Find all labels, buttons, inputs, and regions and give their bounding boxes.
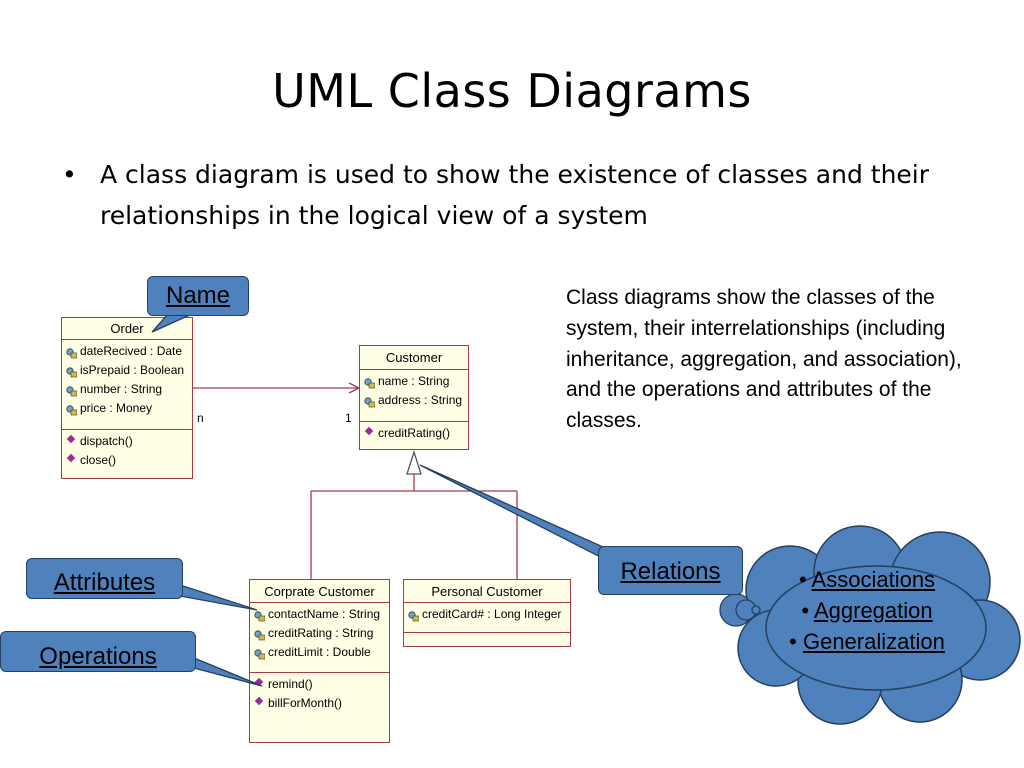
class-name: Order (62, 318, 192, 340)
attribute-icon (364, 376, 376, 389)
attribute-row: contactName : String (254, 605, 389, 624)
attribute-row: dateRecived : Date (66, 342, 192, 361)
attribute-icon (66, 365, 78, 378)
class-operations: remind() billForMonth() (250, 673, 389, 716)
bullet-text: A class diagram is used to show the exis… (100, 160, 930, 230)
bullet-marker: • (62, 160, 77, 189)
attribute-row: address : String (364, 391, 468, 410)
class-order: Order dateRecived : Date isPrepaid : Boo… (61, 317, 193, 479)
operation-row: billForMonth() (254, 694, 389, 713)
cloud-thought-bubbles (719, 593, 761, 627)
class-operations: creditRating() (360, 422, 468, 446)
operation-row: remind() (254, 675, 389, 694)
operation-row: dispatch() (66, 432, 192, 451)
customer-multiplicity: 1 (345, 411, 352, 425)
callout-name: Name (147, 276, 249, 316)
attribute-row: number : String (66, 380, 192, 399)
attribute-icon (254, 647, 266, 660)
class-customer: Customer name : String address : String … (359, 345, 469, 450)
class-personal-customer: Personal Customer creditCard# : Long Int… (403, 579, 571, 647)
class-name: Corprate Customer (250, 580, 389, 603)
cloud-item-aggregation: • Aggregation (801, 598, 933, 623)
class-attributes: name : String address : String (360, 370, 468, 422)
attribute-icon (364, 395, 376, 408)
attribute-row: creditCard# : Long Integer (408, 605, 570, 624)
attribute-row: price : Money (66, 399, 192, 418)
class-name: Personal Customer (404, 580, 570, 603)
cloud-item-associations: • Associations (798, 567, 936, 592)
attribute-icon (254, 628, 266, 641)
class-operations: dispatch() close() (62, 430, 192, 473)
relations-callout-pointer (419, 464, 613, 565)
cloud-item-generalization: • Generalization (789, 629, 945, 654)
description-text: Class diagrams show the classes of the s… (566, 286, 962, 433)
callout-attributes: Attributes (26, 558, 183, 599)
operations-callout-pointer (193, 657, 263, 687)
class-attributes: creditCard# : Long Integer (404, 603, 570, 633)
attribute-row: name : String (364, 372, 468, 391)
attribute-row: creditLimit : Double (254, 643, 389, 662)
class-attributes: contactName : String creditRating : Stri… (250, 603, 389, 673)
slide-title: UML Class Diagrams (272, 64, 752, 118)
generalization-arrowhead (406, 449, 422, 475)
class-name: Customer (360, 346, 468, 370)
attribute-row: isPrepaid : Boolean (66, 361, 192, 380)
class-corporate-customer: Corprate Customer contactName : String c… (249, 579, 390, 743)
order-multiplicity: n (197, 411, 204, 425)
callout-operations: Operations (0, 631, 196, 672)
class-attributes: dateRecived : Date isPrepaid : Boolean n… (62, 340, 192, 430)
name-callout-pointer (151, 313, 193, 333)
operation-row: creditRating() (364, 424, 468, 443)
attribute-row: creditRating : String (254, 624, 389, 643)
cloud-shape (737, 525, 1021, 725)
cloud-relations-list: • Associations • Aggregation • Generaliz… (762, 564, 972, 657)
attribute-icon (254, 609, 266, 622)
callout-relations: Relations (598, 546, 743, 595)
operation-row: close() (66, 451, 192, 470)
attribute-icon (66, 384, 78, 397)
attributes-callout-pointer (179, 584, 258, 611)
